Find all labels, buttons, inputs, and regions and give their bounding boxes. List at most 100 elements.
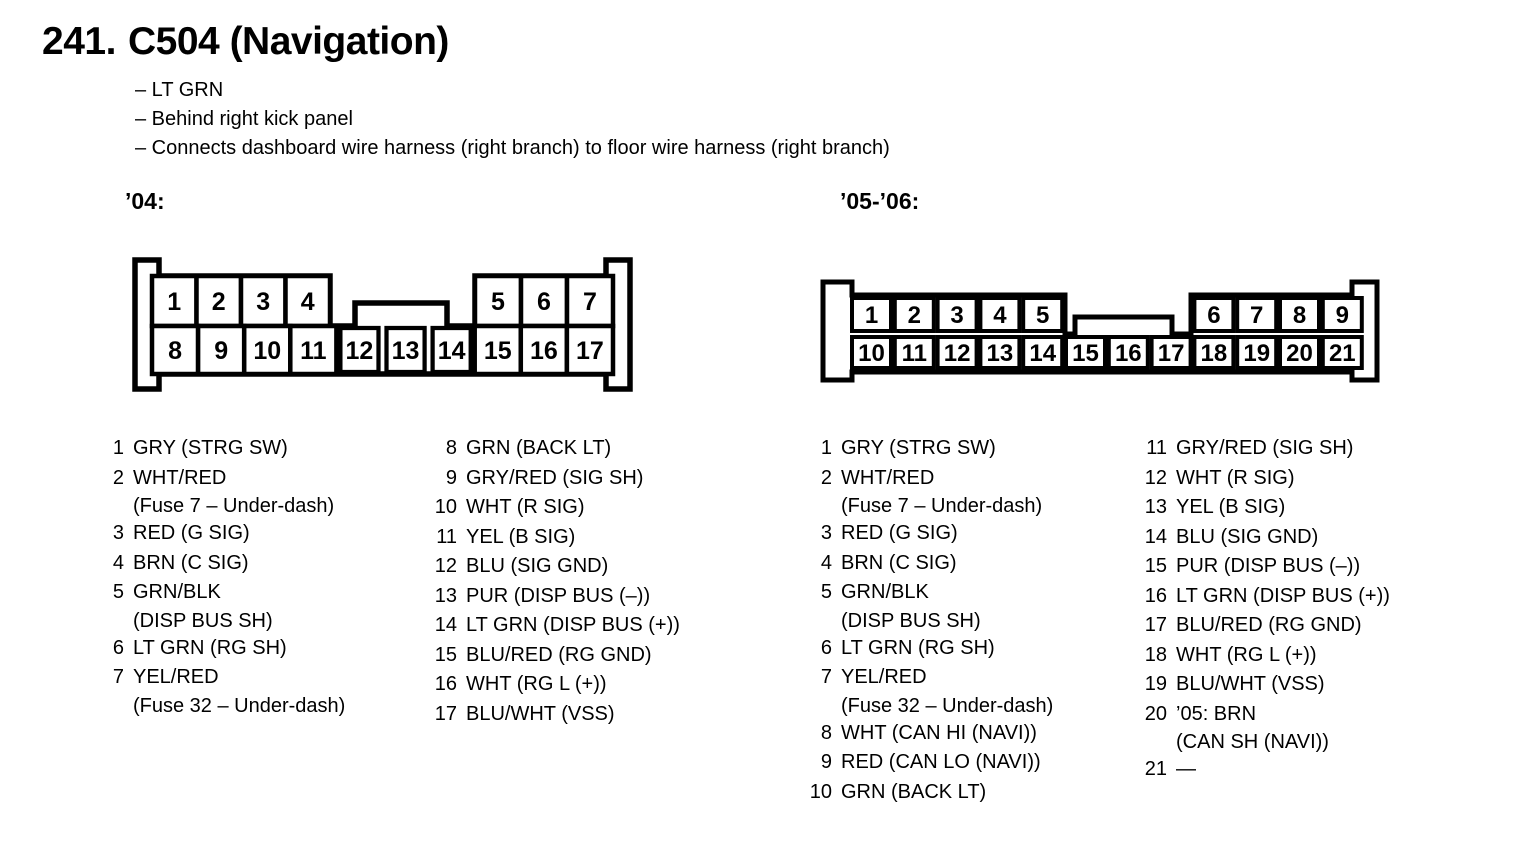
pin-description-line: GRN/BLK (133, 581, 221, 603)
pin-cell-number: 16 (1115, 340, 1142, 367)
pin-description: LT GRN (DISP BUS (+)) (1176, 582, 1390, 612)
pin-description-cont-line: (Fuse 32 – Under-dash) (133, 694, 346, 717)
pin-item: 9 RED (CAN LO (NAVI)) (806, 748, 1053, 778)
pin-description: WHT (CAN HI (NAVI)) (841, 719, 1037, 749)
pin-number: 3 (820, 522, 832, 544)
pin-cell (1278, 335, 1321, 370)
pin-cell (1106, 335, 1150, 370)
pin-cell-number: 3 (256, 288, 270, 316)
pin-description-line: WHT/RED (841, 466, 935, 489)
pin-cell-number: 3 (950, 302, 963, 329)
pin-cell (430, 325, 473, 375)
pin-description-line: GRY/RED (SIG SH) (466, 466, 644, 489)
pin-description: — (1176, 755, 1196, 785)
pin-number: 17 (1144, 614, 1167, 636)
pin-description-line: RED (G SIG) (133, 522, 250, 544)
pin-number: 1 (820, 437, 832, 459)
pin-description-line: WHT (RG L (+)) (466, 673, 607, 695)
pin-description-cont-line: (DISP BUS SH) (133, 609, 273, 632)
pin-description: WHT (RG L (+)) (1176, 641, 1317, 671)
pin-number: 1 (112, 437, 124, 459)
pin-description: YEL/RED(Fuse 32 – Under-dash) (841, 663, 1053, 719)
pin-number: 4 (112, 551, 124, 574)
pin-description: GRY/RED (SIG SH) (1176, 434, 1353, 464)
pin-description-line: BLU/WHT (VSS) (466, 702, 615, 725)
pin-description-line: PUR (DISP BUS (–)) (1176, 555, 1361, 577)
pin-number: 12 (434, 555, 457, 577)
pin-cell-number: 11 (902, 340, 927, 367)
pin-description: LT GRN (RG SH) (133, 634, 287, 664)
pin-item: 15 PUR (DISP BUS (–)) (1141, 552, 1390, 582)
pin-cell-number: 13 (392, 337, 420, 365)
pin-cell-number: 7 (1250, 302, 1263, 329)
pin-description: GRN (BACK LT) (466, 434, 611, 464)
pin-number: 3 (112, 522, 124, 544)
pin-description-line: GRN/BLK (841, 581, 929, 603)
pin-description: BRN (C SIG) (133, 549, 249, 579)
pin-cell-number: 10 (858, 340, 885, 367)
pin-cell (283, 273, 333, 329)
pin-cell (1149, 335, 1193, 370)
pin-description: RED (G SIG) (841, 519, 958, 549)
pin-cell-number: 14 (438, 337, 466, 365)
pin-number: 8 (445, 437, 457, 459)
pin-cell-number: 21 (1329, 340, 1356, 367)
pin-description: YEL (B SIG) (466, 523, 575, 553)
pin-description-line: BLU/WHT (VSS) (1176, 673, 1325, 695)
pin-cell-number: 6 (1207, 302, 1220, 329)
pin-number: 9 (820, 751, 832, 773)
pin-cell-number: 12 (346, 337, 374, 365)
pin-description-cont-line: (DISP BUS SH) (841, 609, 981, 632)
pin-cell-number: 7 (583, 288, 597, 316)
pin-number: 6 (112, 636, 124, 659)
pin-description: BLU (SIG GND) (1176, 523, 1318, 553)
note-line: – Connects dashboard wire harness (right… (135, 137, 890, 159)
pin-cell-number: 4 (993, 302, 1007, 329)
pin-description-line: RED (CAN LO (NAVI)) (841, 751, 1041, 773)
pin-number: 9 (445, 466, 457, 489)
pin-description: PUR (DISP BUS (–)) (466, 582, 650, 612)
pin-description: GRN/BLK (DISP BUS SH) (133, 578, 273, 634)
pin-number: 15 (1144, 555, 1167, 577)
pin-cell (1235, 296, 1279, 333)
pin-description: GRY (STRG SW) (841, 434, 996, 464)
pin-number: 18 (1144, 643, 1167, 666)
pin-description-line: GRY (STRG SW) (841, 437, 996, 459)
pin-description: BLU/WHT (VSS) (466, 700, 615, 730)
pin-number: 21 (1144, 758, 1167, 780)
pin-cell (384, 325, 427, 375)
pin-description-line: YEL (B SIG) (1176, 496, 1286, 518)
pin-item: 12 BLU (SIG GND) (431, 552, 680, 582)
pin-description: RED (G SIG) (133, 519, 250, 549)
pin-cell-number: 12 (944, 340, 971, 367)
pin-cell-number: 2 (908, 302, 921, 329)
connector-title: C504 (Navigation) (128, 20, 449, 63)
pin-description-line: WHT (RG L (+)) (1176, 643, 1317, 666)
pin-number: 16 (1144, 584, 1167, 607)
pin-description-line: BLU/RED (RG GND) (1176, 614, 1362, 636)
pin-description-line: BLU (SIG GND) (466, 555, 609, 577)
pin-description: RED (CAN LO (NAVI)) (841, 748, 1041, 778)
pin-description-line: BLU/RED (RG GND) (466, 643, 652, 666)
pin-description-line: WHT (R SIG) (1176, 466, 1295, 489)
pin-number: 14 (434, 614, 457, 636)
pin-cell (850, 335, 893, 370)
pin-description-line: YEL/RED (133, 666, 219, 688)
pin-description: LT GRN (DISP BUS (+)) (466, 611, 680, 641)
connector-notes: – LT GRN– Behind right kick panel– Conne… (135, 76, 890, 163)
pin-number: 13 (1144, 496, 1167, 518)
